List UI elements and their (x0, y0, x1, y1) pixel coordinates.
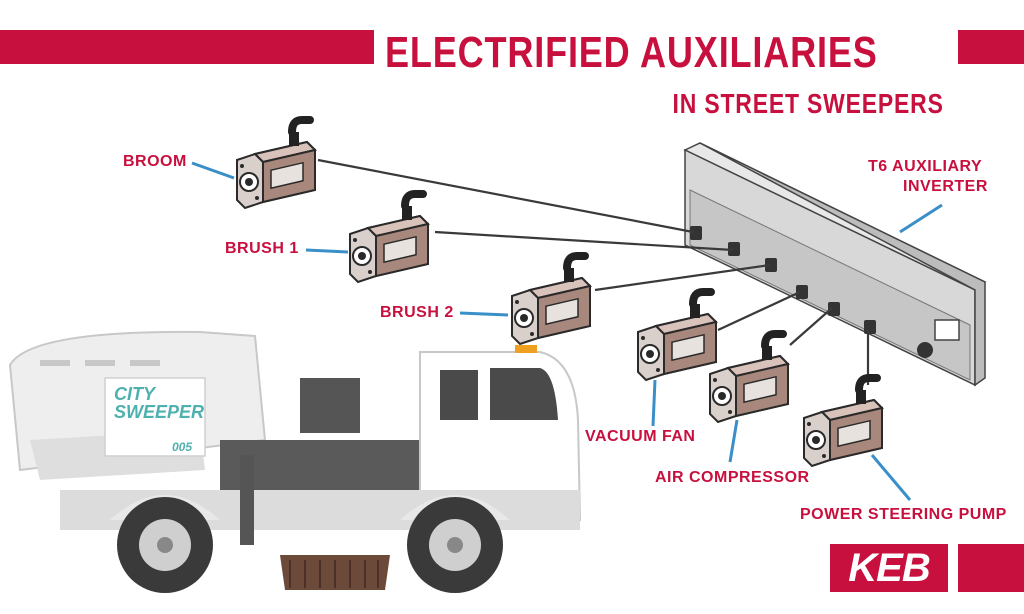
connector-5 (828, 302, 840, 316)
truck-text-sweeper: SWEEPER (114, 402, 205, 422)
label-brush2: BRUSH 2 (380, 304, 454, 321)
motor-brush1 (350, 194, 428, 282)
connector-1 (690, 226, 702, 240)
header-bar-right (958, 30, 1024, 64)
page-subtitle: IN STREET SWEEPERS (672, 88, 944, 119)
street-sweeper-truck (8, 330, 582, 593)
label-inverter-line1: T6 AUXILIARY (868, 158, 983, 175)
footer-bar-right (958, 544, 1024, 592)
inverter-unit (683, 142, 987, 387)
leader-lines (191, 161, 943, 501)
label-vacuum-fan: VACUUM FAN (585, 428, 696, 445)
label-inverter-line2: INVERTER (903, 178, 988, 195)
motor-vacuum (638, 292, 716, 380)
label-power-steering-pump: POWER STEERING PUMP (800, 506, 1007, 523)
truck-number: 005 (172, 440, 193, 454)
truck-text-city: CITY (114, 384, 156, 404)
connector-6 (864, 320, 876, 334)
cables (317, 158, 870, 385)
label-air-compressor: AIR COMPRESSOR (655, 469, 810, 486)
label-brush1: BRUSH 1 (225, 240, 299, 257)
motor-brush2 (512, 256, 590, 344)
header-bar-left (0, 30, 374, 64)
keb-logo: KEB (830, 544, 948, 592)
page-title: ELECTRIFIED AUXILIARIES (385, 28, 878, 77)
motor-aircomp (710, 334, 788, 422)
motor-broom (237, 120, 315, 208)
motor-pump (804, 378, 882, 466)
connector-2 (728, 242, 740, 256)
connector-4 (796, 285, 808, 299)
connector-3 (765, 258, 777, 272)
label-broom: BROOM (123, 153, 187, 170)
